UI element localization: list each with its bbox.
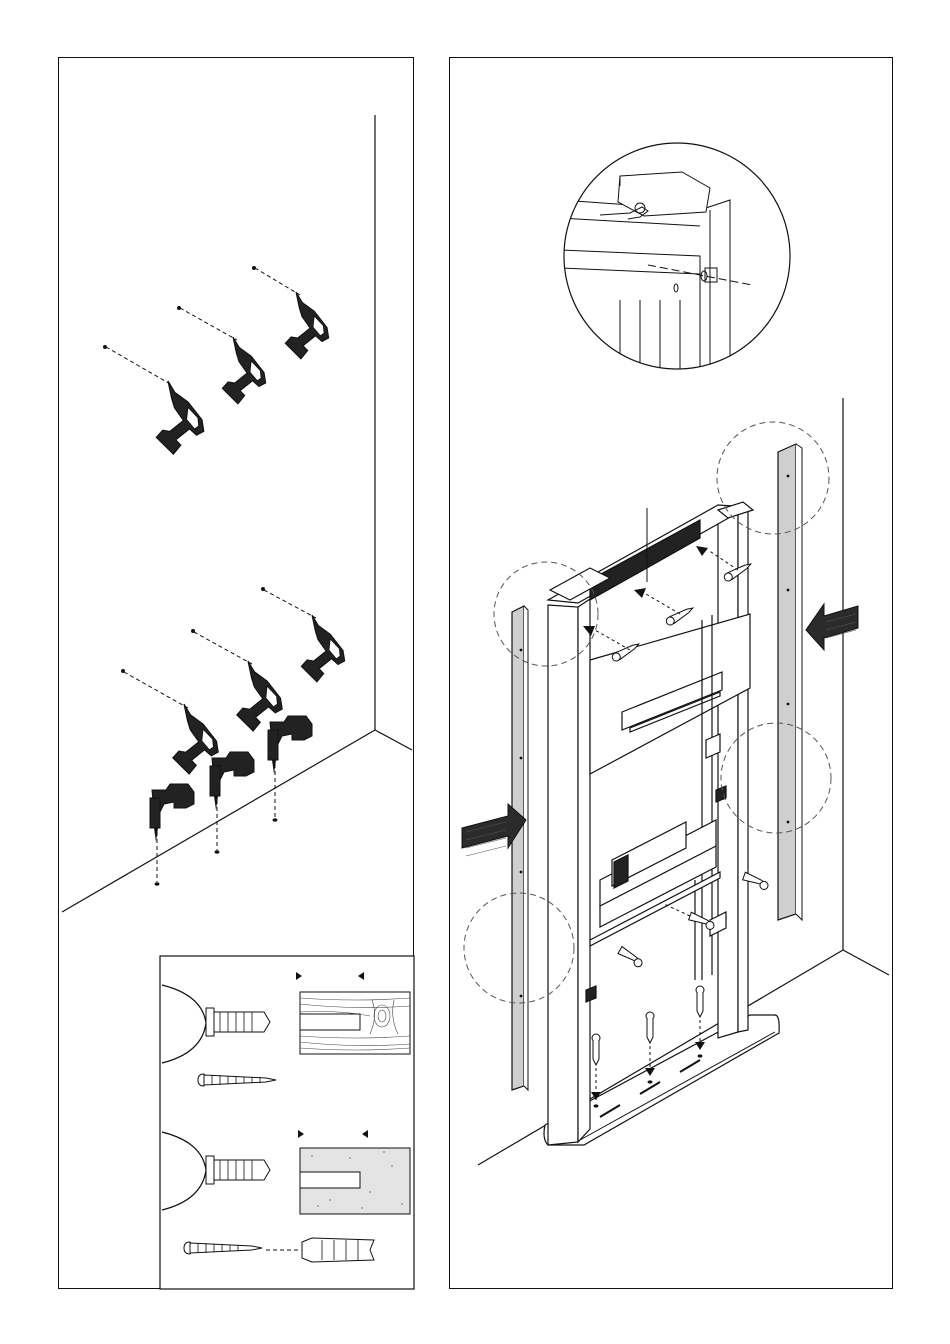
right-rail [778,444,802,920]
left-rail [512,606,528,1090]
detail-magnifier [560,143,790,380]
arrow-left-icon [806,604,858,650]
